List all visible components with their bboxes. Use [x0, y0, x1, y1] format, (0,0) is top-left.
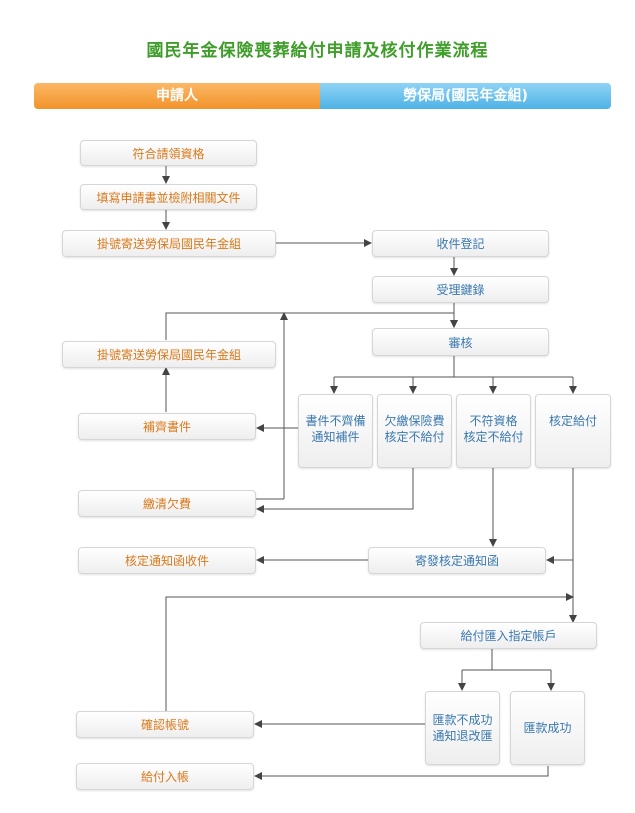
node-remit-ok: 匯款成功: [510, 691, 585, 765]
lane-bureau: 勞保局(國民年金組): [320, 83, 611, 109]
node-mail-bureau-1: 掛號寄送勞保局國民年金組: [62, 230, 276, 257]
node-key-in: 受理鍵錄: [372, 276, 549, 303]
page-title: 國民年金保險喪葬給付申請及核付作業流程: [146, 41, 489, 61]
node-paid: 給付入帳: [76, 763, 254, 790]
node-remit: 給付匯入指定帳戶: [420, 622, 597, 649]
node-approve: 核定給付: [535, 394, 611, 468]
arrow-remitok-to-paid: [254, 766, 549, 780]
node-fill-form: 填寫申請書並檢附相關文件: [80, 184, 257, 210]
node-send-notice: 寄發核定通知函: [368, 547, 546, 574]
node-incomplete: 書件不齊備 通知補件: [298, 394, 373, 468]
arrow-mail2-to-review: [165, 312, 458, 340]
node-receive: 收件登記: [372, 230, 549, 257]
node-unpaid: 欠繳保險費 核定不給付: [377, 394, 452, 468]
node-remit-fail: 匯款不成功 通知退改匯: [425, 691, 500, 765]
node-review: 審核: [372, 328, 549, 356]
arrow-confirm-to-remit: [165, 593, 574, 711]
node-pay-arrears: 繳清欠費: [78, 490, 256, 517]
lane-applicant: 申請人: [34, 83, 320, 109]
arrow-unpaid-to-arrears: [256, 468, 414, 513]
node-eligible: 符合請領資格: [80, 140, 257, 166]
node-mail-bureau-2: 掛號寄送勞保局國民年金組: [62, 341, 276, 368]
node-notice-received: 核定通知函收件: [78, 547, 256, 574]
node-confirm-account: 確認帳號: [76, 711, 254, 738]
node-supplement: 補齊書件: [78, 413, 256, 440]
node-ineligible: 不符資格 核定不給付: [456, 394, 531, 468]
